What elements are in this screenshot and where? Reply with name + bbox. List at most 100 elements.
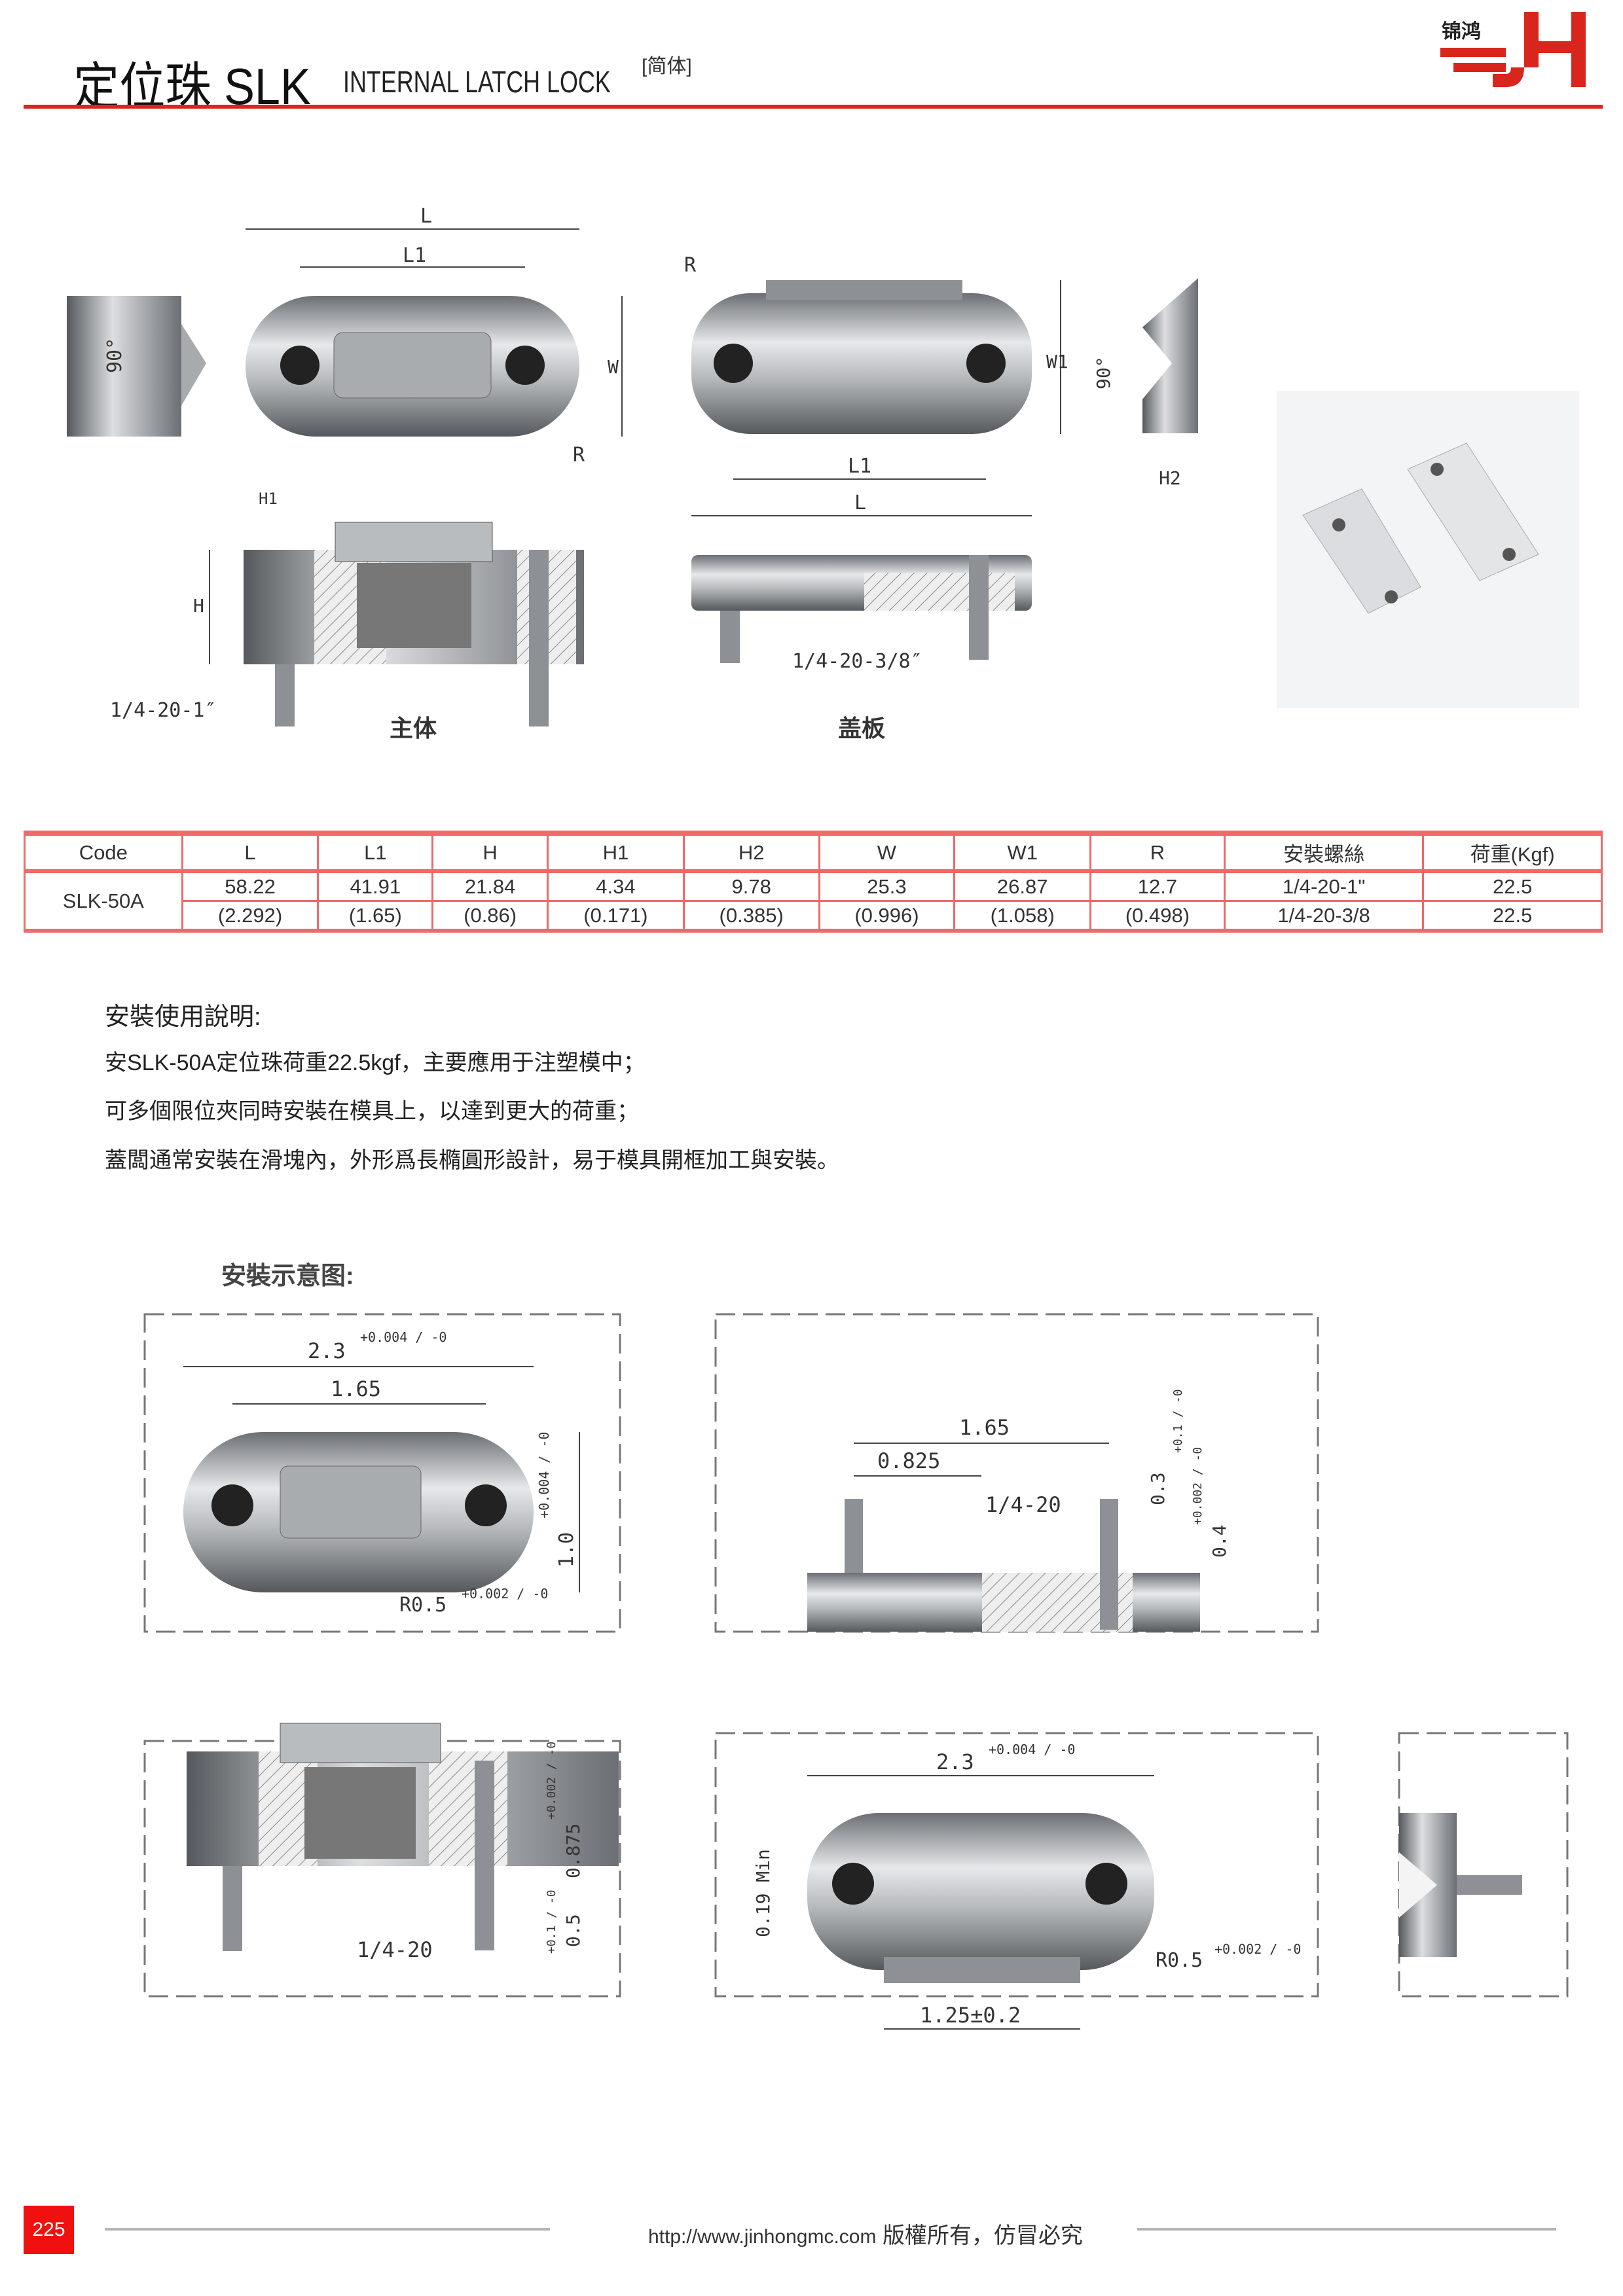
cell: 41.91	[317, 870, 434, 903]
cover-top-view: R W1 L1 L	[684, 254, 1068, 516]
table-row: SLK-50A 58.22 41.91 21.84 4.34 9.78 25.3…	[24, 870, 1603, 933]
cell: (1.65)	[317, 900, 434, 933]
cell: (0.385)	[682, 900, 820, 933]
cell: (1.058)	[953, 900, 1092, 933]
cell: 4.34	[547, 870, 685, 903]
svg-text:90°: 90°	[1093, 356, 1114, 389]
install-diagram-heading: 安裝示意图:	[221, 1263, 354, 1290]
install-diagram-cover-section: 1.65 0.825 1/4-20 0.3 +0.1 / -0 0.4 +0.0…	[807, 1389, 1230, 1632]
instruction-line: 可多個限位夾同時安裝在模具上，以達到更大的荷重；	[105, 1099, 639, 1124]
cell: (2.292)	[181, 900, 319, 933]
svg-text:+0.1 / -0: +0.1 / -0	[1171, 1389, 1185, 1453]
install-diagram-top-view: 2.3 +0.004 / -0 1.65 1.0 +0.004 / -0 R0.…	[183, 1329, 580, 1617]
svg-text:+0.002 / -0: +0.002 / -0	[1191, 1447, 1205, 1525]
svg-text:+0.002 / -0: +0.002 / -0	[462, 1586, 548, 1602]
svg-text:0.875: 0.875	[562, 1823, 584, 1878]
svg-text:锦鸿: 锦鸿	[1442, 21, 1481, 43]
technical-drawings: 90° L L1 W R R W1 L1 L 90° H2 H	[67, 205, 1198, 742]
svg-text:+0.004 / -0: +0.004 / -0	[989, 1742, 1075, 1757]
svg-text:主体: 主体	[390, 715, 437, 742]
svg-text:90°: 90°	[103, 338, 126, 373]
cell: (0.171)	[547, 900, 685, 933]
svg-text:R: R	[573, 444, 585, 467]
svg-text:+0.002 / -0: +0.002 / -0	[1214, 1941, 1301, 1957]
svg-text:+0.004 / -0: +0.004 / -0	[536, 1432, 552, 1518]
cell: 22.5	[1422, 900, 1603, 933]
cell: (0.86)	[431, 900, 549, 933]
install-diagram-cover-top: 2.3 +0.004 / -0 0.19 Min R0.5 +0.002 / -…	[752, 1742, 1301, 2030]
page-number: 225	[24, 2206, 74, 2254]
th-l1: L1	[317, 830, 434, 874]
page-subtitle: INTERNAL LATCH LOCK	[343, 65, 611, 99]
footer-copyright: 版權所有，仿冒必究	[882, 2223, 1083, 2248]
svg-text:0.3: 0.3	[1147, 1472, 1169, 1505]
cell: 1/4-20-1"	[1223, 870, 1425, 903]
brand-logo: 锦鸿	[1440, 12, 1586, 87]
svg-text:R: R	[684, 254, 697, 277]
main-body-section-view: H H1 1/4-20-1″ 主体	[110, 490, 584, 742]
svg-text:1.25±0.2: 1.25±0.2	[920, 2003, 1021, 2028]
install-diagram-side-view	[1399, 1813, 1522, 1957]
svg-text:W: W	[608, 356, 619, 378]
svg-text:L: L	[420, 205, 432, 228]
footer-divider	[1137, 2228, 1556, 2231]
cell: (0.996)	[818, 900, 956, 933]
svg-text:1/4-20-3/8″: 1/4-20-3/8″	[792, 650, 922, 673]
table-row: (2.292) (1.65) (0.86) (0.171) (0.385) (0…	[25, 900, 1603, 933]
th-w1: W1	[953, 830, 1092, 874]
cell: 9.78	[682, 870, 820, 903]
instruction-line: 蓋闆通常安裝在滑塊內，外形爲長橢圓形設計，易于模具開框加工與安裝。	[105, 1148, 839, 1173]
th-load: 荷重(Kgf)	[1422, 830, 1603, 874]
svg-text:0.825: 0.825	[877, 1448, 940, 1473]
footer-text: http://www.jinhongmc.com 版權所有，仿冒必究	[648, 2217, 1083, 2250]
svg-text:1.65: 1.65	[331, 1376, 381, 1401]
svg-text:H1: H1	[259, 490, 278, 508]
th-screw: 安裝螺絲	[1223, 830, 1425, 874]
svg-text:1/4-20-1″: 1/4-20-1″	[110, 699, 217, 722]
cell: 25.3	[818, 870, 956, 903]
cell: 12.7	[1089, 870, 1226, 903]
footer-divider	[105, 2228, 550, 2231]
svg-text:2.3: 2.3	[308, 1338, 346, 1363]
code-cell: SLK-50A	[24, 870, 183, 933]
side-view-body: 90°	[67, 296, 206, 437]
install-diagrams: 2.3 +0.004 / -0 1.65 1.0 +0.004 / -0 R0.…	[143, 1313, 1569, 2030]
svg-text:1.65: 1.65	[959, 1415, 1010, 1440]
svg-text:+0.002 / -0: +0.002 / -0	[545, 1742, 558, 1820]
table-header-row: Code L L1 H H1 H2 W W1 R 安裝螺絲 荷重(Kgf)	[24, 830, 1603, 874]
svg-text:+0.1 / -0: +0.1 / -0	[545, 1890, 558, 1954]
cover-section-view: 1/4-20-3/8″ 盖板	[691, 555, 1032, 742]
cell: 58.22	[181, 870, 319, 903]
th-w: W	[818, 830, 956, 874]
svg-text:1/4-20: 1/4-20	[357, 1937, 433, 1962]
language-tag: [简体]	[642, 56, 692, 77]
svg-text:W1: W1	[1046, 351, 1068, 372]
product-photo	[1277, 391, 1579, 708]
svg-text:0.19 Min: 0.19 Min	[752, 1849, 774, 1937]
instructions-heading: 安裝使用說明:	[105, 1003, 261, 1031]
svg-text:R0.5: R0.5	[399, 1594, 447, 1617]
svg-text:2.3: 2.3	[936, 1749, 974, 1774]
svg-text:H: H	[193, 595, 204, 617]
instruction-line: 安SLK-50A定位珠荷重22.5kgf，主要應用于注塑模中；	[105, 1050, 646, 1075]
cover-side-view: 90° H2	[1093, 278, 1198, 489]
install-diagram-body-section: 1/4-20 0.875 +0.002 / -0 0.5 +0.1 / -0	[187, 1723, 619, 1962]
svg-text:H2: H2	[1159, 467, 1181, 489]
footer-url[interactable]: http://www.jinhongmc.com	[648, 2226, 877, 2248]
svg-text:1.0: 1.0	[555, 1532, 578, 1568]
cell: 26.87	[953, 870, 1092, 903]
th-h1: H1	[547, 830, 685, 874]
cell: 1/4-20-3/8	[1223, 900, 1425, 933]
th-r: R	[1089, 830, 1226, 874]
cell: 21.84	[431, 870, 549, 903]
svg-text:1/4-20: 1/4-20	[985, 1492, 1061, 1517]
svg-text:L: L	[854, 492, 866, 514]
cell: 22.5	[1422, 870, 1603, 903]
svg-text:R0.5: R0.5	[1156, 1949, 1203, 1972]
spec-table: Code L L1 H H1 H2 W W1 R 安裝螺絲 荷重(Kgf) SL…	[24, 830, 1603, 933]
svg-text:L1: L1	[403, 244, 426, 267]
svg-text:L1: L1	[848, 455, 871, 478]
th-h: H	[431, 830, 549, 874]
th-l: L	[181, 830, 319, 874]
svg-text:盖板: 盖板	[838, 715, 885, 742]
